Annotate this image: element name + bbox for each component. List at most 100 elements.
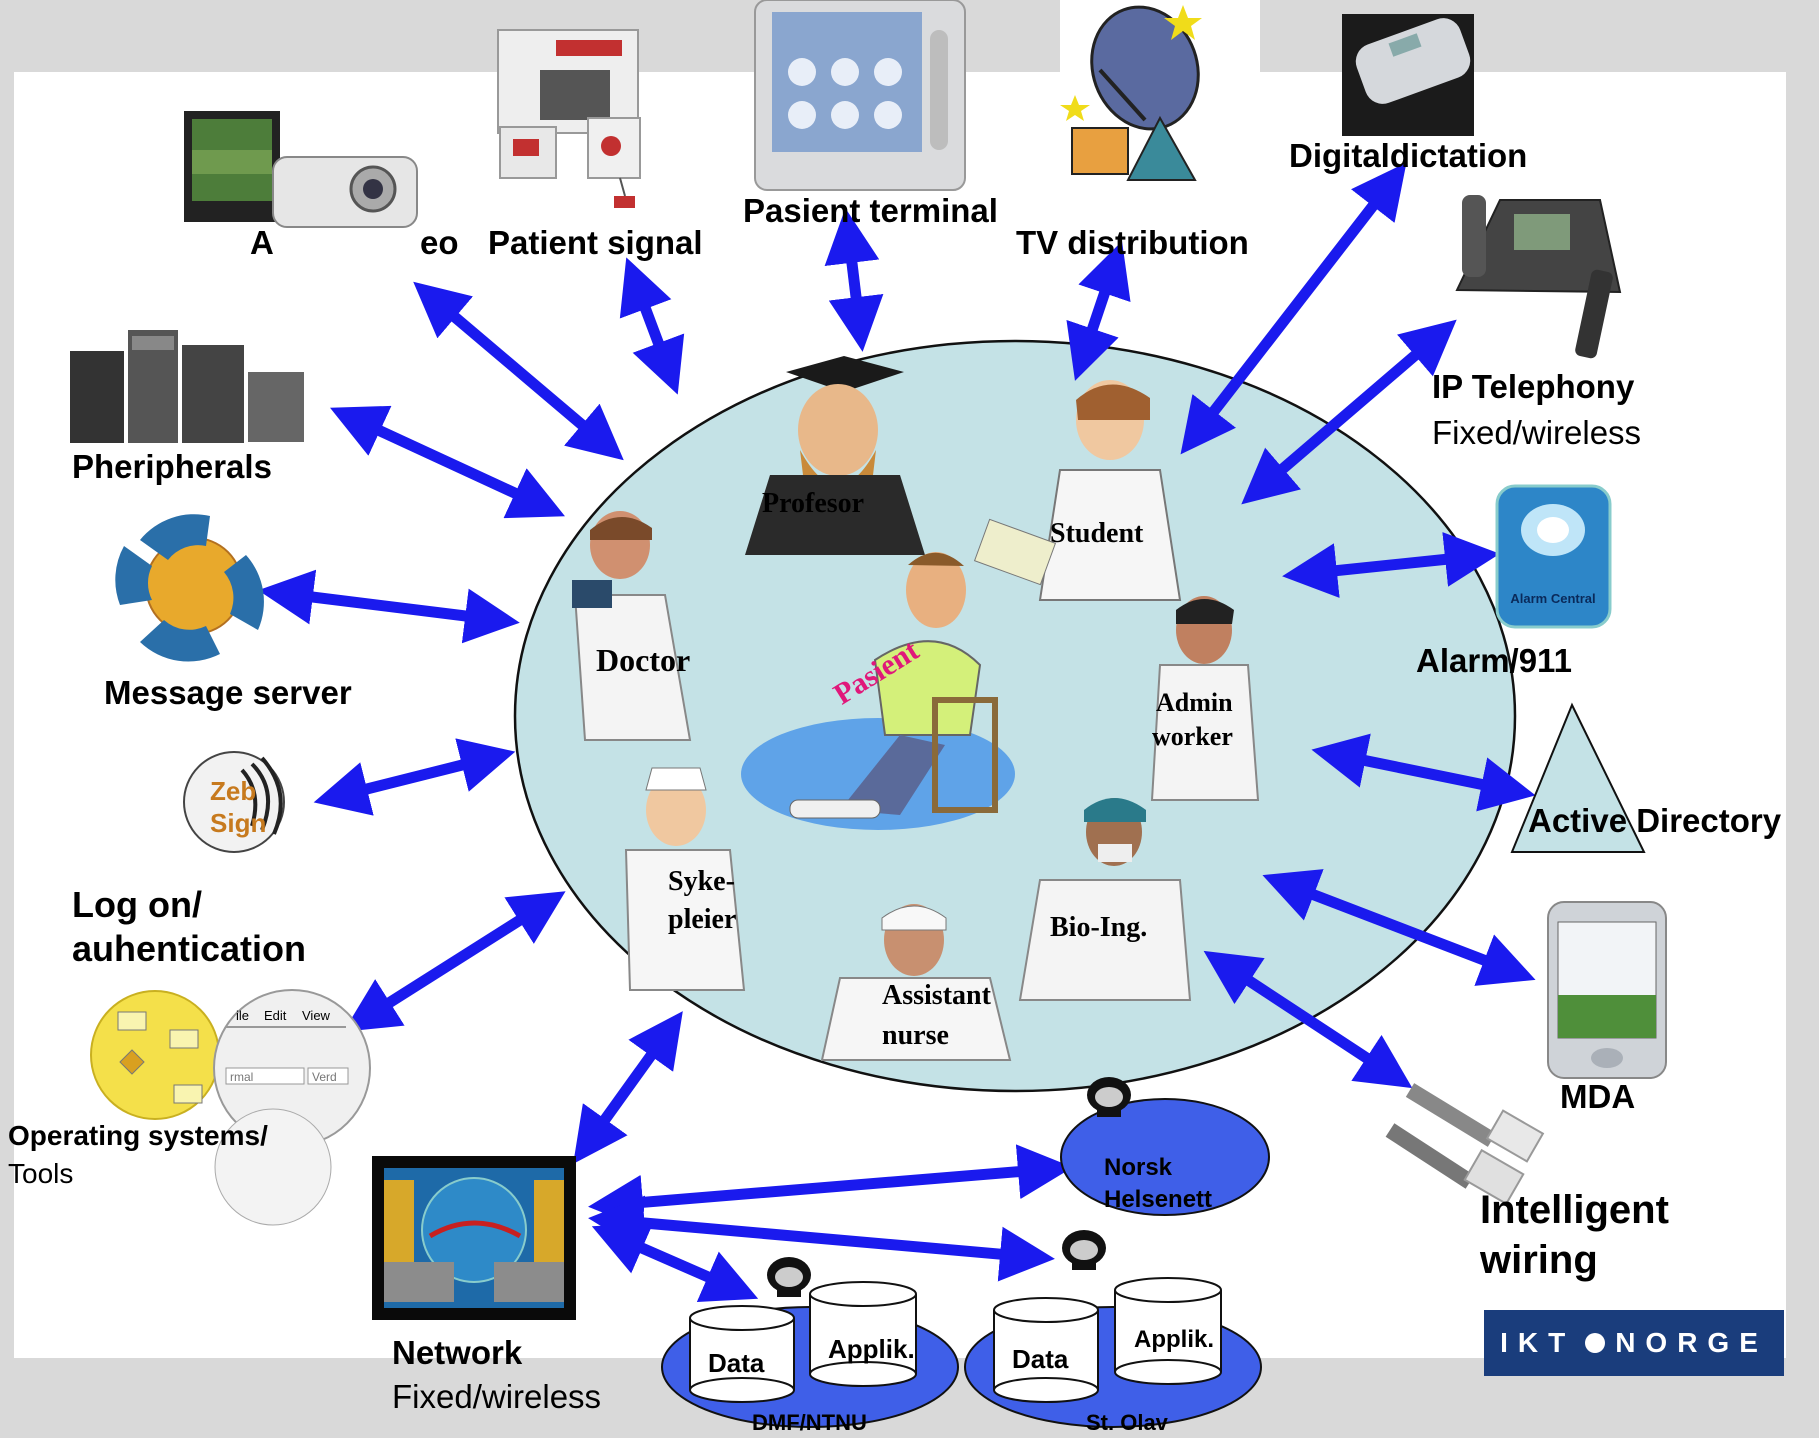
nurse-figure: [624, 767, 746, 991]
student-figure: [973, 380, 1182, 601]
doctor-figure: [572, 511, 692, 741]
patient-signal-label: Patient signal: [488, 224, 703, 261]
message-server-icon: [115, 514, 264, 662]
logon-label-2: auhentication: [72, 928, 307, 969]
arrow-network: [573, 1011, 683, 1164]
triangle-icon: [1510, 702, 1646, 853]
os-tools-sub: Tools: [8, 1158, 74, 1189]
stolav-applik-cylinder: [1114, 1277, 1222, 1385]
pasient-terminal-label: Pasient terminal: [743, 192, 998, 229]
admin-label-1: Admin: [1156, 688, 1233, 717]
zebsign-logo-top: Zeb: [210, 776, 256, 806]
assistant-label-1: Assistant: [882, 980, 991, 1011]
dmf-ntnu-label: DMF/NTNU: [752, 1410, 867, 1435]
ikt-norge-logo: IKT NORGE: [1484, 1310, 1784, 1376]
norsk-label-2: Helsenett: [1104, 1186, 1213, 1213]
peripherals-icon: [70, 330, 304, 443]
alarm-central-icon: Alarm Central: [1495, 484, 1612, 629]
arrow-av: [413, 281, 624, 461]
stolav-applik-label: Applik.: [1134, 1326, 1215, 1353]
arrow-st-olav: [588, 1195, 1055, 1282]
pda-icon: [1547, 901, 1667, 1079]
av-label-b: eo: [420, 224, 459, 261]
os-tools-label: Operating systems/: [8, 1120, 268, 1151]
arrow-logon: [313, 738, 516, 816]
os-menu-edit: Edit: [264, 1008, 287, 1023]
robot-icon: [767, 1257, 811, 1297]
satellite-dish-icon: [1060, 0, 1260, 181]
os-font-field: Verd: [312, 1070, 337, 1084]
digitaldictation-label: Digitaldictation: [1289, 137, 1528, 174]
mda-label: MDA: [1560, 1078, 1636, 1115]
peripherals-label: Pheripherals: [72, 448, 272, 485]
stolav-data-cylinder: [993, 1297, 1099, 1403]
logo-text-norge: NORGE: [1615, 1327, 1768, 1358]
zebsign-logo-bottom: Sign: [210, 808, 266, 838]
network-sub: Fixed/wireless: [392, 1378, 602, 1415]
dictaphone-icon: [1342, 14, 1474, 136]
dmf-applik-label: Applik.: [828, 1334, 915, 1364]
network-label: Network: [392, 1334, 523, 1371]
professor-figure: [745, 356, 925, 555]
tv-distribution-label: TV distribution: [1016, 224, 1249, 261]
arrow-pasient-terminal: [824, 208, 884, 352]
dmf-applik-cylinder: [809, 1281, 917, 1387]
av-label-a: A: [250, 224, 274, 261]
arrow-alarm: [1282, 532, 1500, 598]
arrow-active-directory: [1311, 733, 1536, 812]
wiring-label-1: Intelligent: [1480, 1188, 1669, 1232]
robot-icon: [1087, 1077, 1131, 1117]
wiring-label-2: wiring: [1480, 1238, 1598, 1282]
student-label: Student: [1050, 518, 1144, 549]
ip-phone-icon: [1455, 195, 1622, 359]
message-server-label: Message server: [104, 674, 352, 711]
arrow-patient-signal: [619, 257, 685, 395]
profesor-label: Profesor: [762, 488, 865, 519]
assistant-nurse-figure: [820, 904, 1012, 1061]
bedside-terminal-icon: [754, 0, 966, 191]
bio-label: Bio-Ing.: [1050, 912, 1148, 943]
assistant-label-2: nurse: [882, 1020, 949, 1051]
arrow-tv-distribution: [1066, 241, 1131, 381]
tv-projector-icon: [184, 111, 418, 228]
robot-icon: [1062, 1230, 1106, 1270]
arrow-os-tools: [343, 891, 566, 1032]
syke-label-2: pleier: [668, 904, 737, 935]
zebsign-logo-icon: Zeb Sign: [183, 751, 285, 853]
network-cable-icon: [1385, 1083, 1545, 1206]
arrow-mda: [1262, 869, 1536, 986]
dmf-data-cylinder: [689, 1305, 795, 1403]
alarm-central-badge: Alarm Central: [1510, 591, 1595, 606]
admin-worker-figure: [1150, 596, 1260, 801]
ip-telephony-label: IP Telephony: [1432, 368, 1635, 405]
doctor-label: Doctor: [596, 642, 691, 678]
patient-figure: [789, 552, 998, 819]
bio-engineer-figure: [1018, 798, 1192, 1001]
nurse-call-panel-icon: [497, 29, 641, 208]
os-style-field: rmal: [230, 1070, 253, 1084]
admin-label-2: worker: [1152, 722, 1233, 751]
os-menu-view: View: [302, 1008, 331, 1023]
arrow-dmf-ntnu: [591, 1222, 759, 1303]
logon-label-1: Log on/: [72, 884, 202, 925]
logo-text-ikt: IKT: [1500, 1327, 1576, 1358]
arrow-norsk-helsenett: [588, 1144, 1073, 1230]
arrow-digitaldictation: [1180, 162, 1407, 455]
stolav-data-label: Data: [1012, 1344, 1069, 1374]
os-menu-file: ile: [236, 1008, 249, 1023]
alarm-label: Alarm/911: [1416, 642, 1572, 679]
syke-label-1: Syke-: [668, 866, 735, 897]
os-tools-icon: ile Edit View rmal Verd: [90, 989, 371, 1226]
active-directory-label: Active Directory: [1528, 802, 1782, 839]
st-olav-label: St. Olav: [1086, 1410, 1168, 1435]
arrow-ip-telephony: [1241, 319, 1457, 505]
dmf-data-label: Data: [708, 1348, 765, 1378]
arrow-message-server: [258, 569, 520, 644]
norsk-label-1: Norsk: [1104, 1154, 1173, 1181]
arrow-peripherals: [330, 405, 565, 519]
logo-mark-icon: [1585, 1333, 1606, 1353]
network-computers-icon: [372, 1156, 576, 1320]
arrow-wiring: [1203, 950, 1413, 1089]
ip-telephony-sub: Fixed/wireless: [1432, 414, 1642, 451]
norsk-helsenett-ellipse: [1060, 1098, 1270, 1216]
